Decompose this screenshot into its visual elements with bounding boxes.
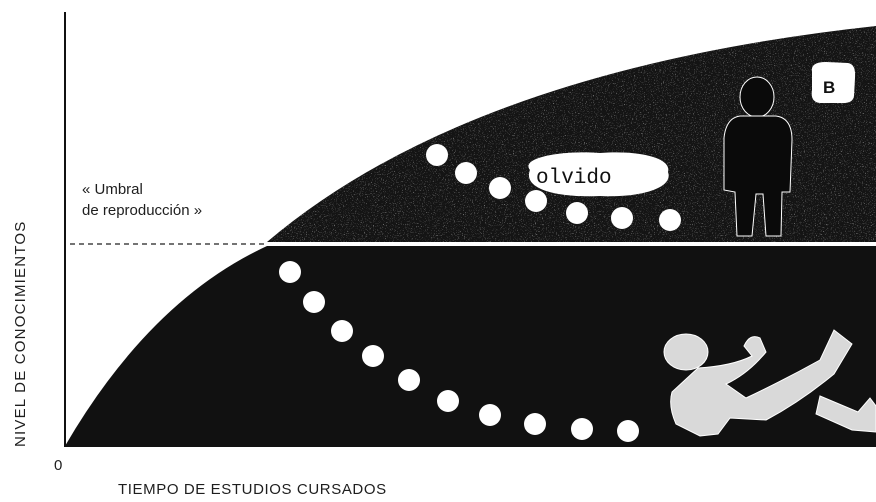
threshold-label-line1: « Umbral xyxy=(82,181,143,198)
upper-dots xyxy=(426,144,681,231)
falling-person-icon xyxy=(663,329,876,437)
region-b-tag xyxy=(811,62,856,104)
region-b-label: B xyxy=(823,78,835,97)
y-axis-label: NIVEL DE CONOCIMIENTOS xyxy=(12,221,29,447)
lower-dots xyxy=(279,261,639,442)
standing-person-icon xyxy=(723,76,793,237)
origin-label: 0 xyxy=(54,457,62,474)
forgetting-label: olvido xyxy=(536,167,612,190)
x-axis-label: TIEMPO DE ESTUDIOS CURSADOS xyxy=(118,481,387,498)
forgetting-cloud xyxy=(528,152,669,197)
threshold-label-line2: de reproducción » xyxy=(82,202,202,219)
